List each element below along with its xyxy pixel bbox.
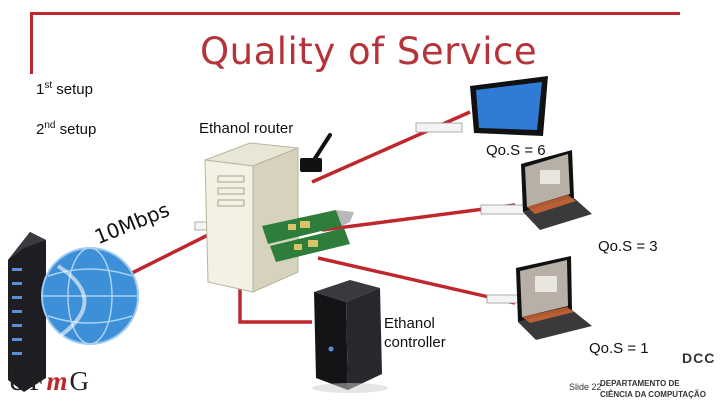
link-router-laptop2 (317, 256, 516, 305)
first-setup-label: 1st setup (36, 80, 93, 98)
slide-title: Quality of Service (200, 30, 538, 73)
qos-label-laptop1: Qo.S = 3 (598, 238, 658, 255)
dcc-logo: DCC (682, 350, 716, 366)
tablet-icon (470, 76, 548, 136)
controller-label-line1: Ethanol (384, 315, 435, 332)
server-rack-icon (8, 232, 46, 392)
frame-left-line (30, 12, 33, 74)
slide-number: Slide 22 (569, 382, 602, 392)
globe-icon (41, 247, 139, 345)
controller-label-line2: controller (384, 334, 446, 351)
tower-pc-icon (204, 142, 299, 293)
laptop-icon (521, 150, 592, 230)
controller-label: Ethanol controller (384, 314, 446, 352)
department-name: DEPARTAMENTO DE CIÊNCIA DA COMPUTAÇÃO (600, 379, 706, 399)
link-router-controller (238, 288, 312, 324)
ufmg-logo: UFmG (8, 366, 92, 396)
antenna-icon (300, 133, 332, 172)
link-router-tablet (311, 110, 471, 184)
network-card-icon (262, 210, 354, 262)
frame-top-line (30, 12, 680, 15)
controller-pc-icon (312, 280, 388, 393)
qos-label-tablet: Qo.S = 6 (486, 142, 546, 159)
qos-label-laptop2: Qo.S = 1 (589, 340, 649, 357)
router-label: Ethanol router (199, 120, 294, 137)
dialog-icon (480, 204, 526, 215)
second-setup-label: 2nd setup (36, 120, 97, 138)
laptop-icon (516, 256, 592, 340)
dialog-icon (415, 122, 463, 133)
